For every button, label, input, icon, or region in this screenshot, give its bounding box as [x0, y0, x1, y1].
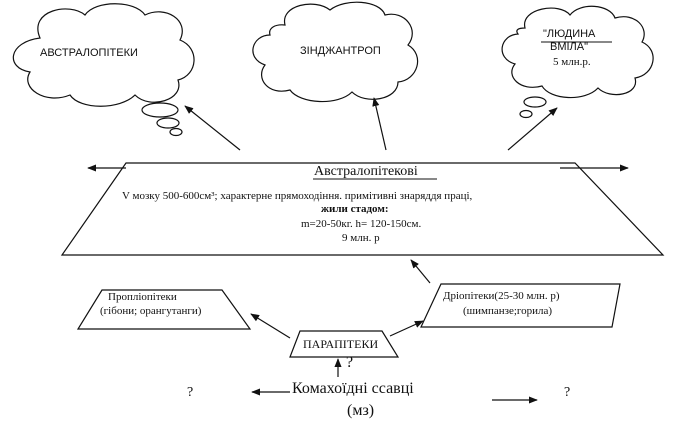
cloud-label-homo-habilis-2: ВМІЛА" — [550, 41, 589, 53]
central-box-line2: жили стадом: — [321, 203, 389, 215]
dryopithecus-box — [420, 283, 621, 328]
propliopithecus-box — [76, 289, 252, 330]
central-box-line3: m=20-50кг. h= 120-150см. — [301, 218, 422, 230]
propliopithecus-sub: (гібони; орангутанги) — [100, 305, 202, 317]
central-box-line4: 9 млн. р — [342, 232, 380, 244]
arrows — [87, 97, 629, 404]
cloud-label-zinjanthropus: ЗІНДЖАНТРОП — [300, 45, 381, 57]
cloud-label-australopithecines: АВСТРАЛОПІТЕКИ — [40, 47, 138, 59]
bottom-left-question: ? — [187, 385, 194, 400]
dryopithecus-label: Дріопітеки(25-30 млн. р) — [443, 290, 560, 302]
cloud-zinjanthropus — [252, 1, 419, 103]
central-box-title: Австралопітекові — [314, 164, 418, 179]
australopithecine-box — [60, 162, 665, 256]
central-box-line1: V мозку 500-600см³; характерне прямоході… — [122, 190, 473, 202]
bottom-right-question: ? — [564, 385, 571, 400]
parapithecus-question: ? — [346, 354, 354, 371]
cloud-label-homo-habilis-age: 5 млн.р. — [553, 56, 591, 68]
bottom-subtitle: (мз) — [347, 402, 375, 419]
cloud-label-homo-habilis-1: "ЛЮДИНА — [543, 28, 596, 40]
cloud-homo-habilis — [501, 5, 654, 119]
parapithecus-box — [289, 330, 400, 358]
cloud-australopithecines — [12, 3, 195, 137]
box-underlines — [313, 41, 612, 180]
parapithecus-label: ПАРАПІТЕКИ — [303, 337, 379, 351]
bottom-title: Комахоїдні ссавці — [292, 380, 414, 397]
propliopithecus-label: Пропліопітеки — [108, 291, 177, 303]
dryopithecus-sub: (шимпанзе;горила) — [463, 305, 553, 317]
